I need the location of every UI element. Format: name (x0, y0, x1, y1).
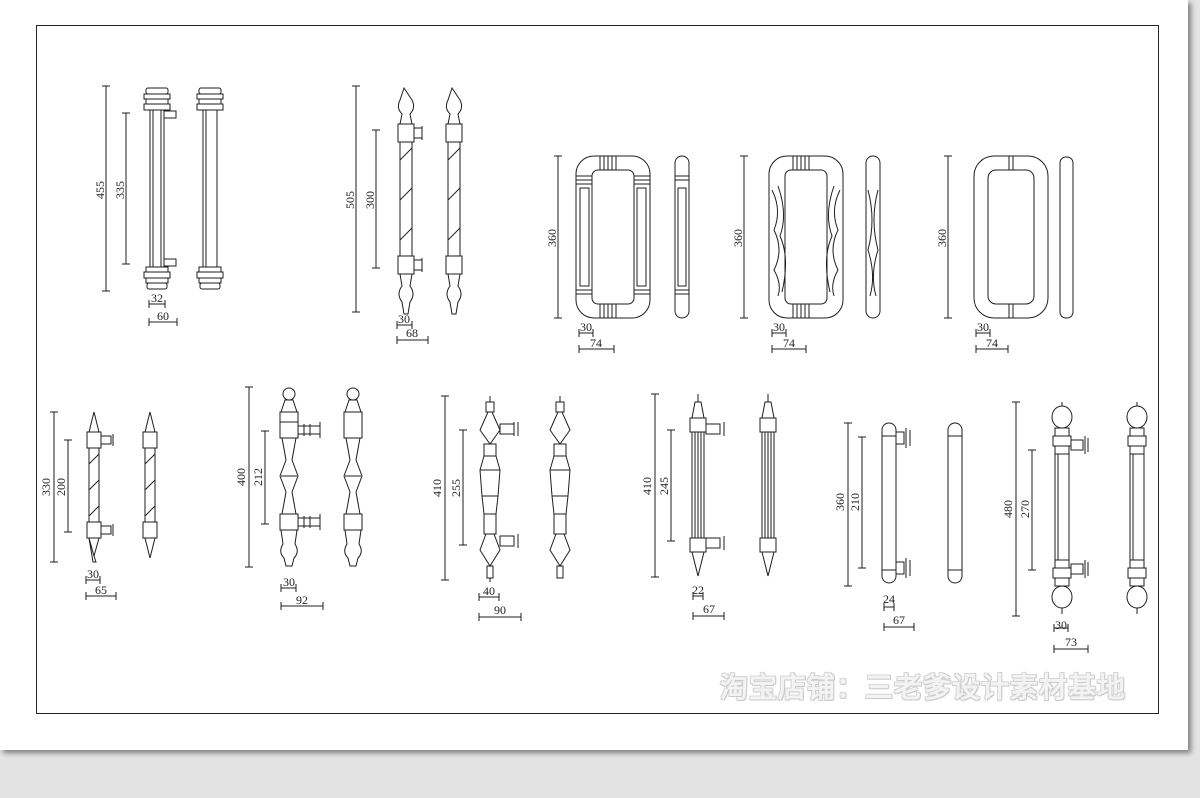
dim-label: 410 (430, 479, 444, 497)
dim-label: 30 (977, 320, 989, 334)
dim-label: 200 (54, 478, 68, 496)
watermark: 淘宝店铺：三老爹设计素材基地 (720, 671, 1127, 704)
dim-label: 480 (1001, 500, 1015, 518)
dim-label: 455 (93, 181, 107, 199)
dim-label: 270 (1018, 500, 1032, 518)
dim-label: 335 (113, 181, 127, 199)
dim-label: 255 (449, 479, 463, 497)
handle-5: 360 30 74 (935, 155, 1074, 353)
dim-label: 30 (283, 575, 295, 589)
handle-2: 505 300 30 68 (343, 85, 463, 344)
dim-label: 68 (406, 326, 418, 340)
dim-label: 30 (1055, 618, 1067, 632)
dim-label: 90 (494, 603, 506, 617)
handle-7: 400 212 30 92 (234, 386, 363, 610)
dim-label: 400 (234, 468, 248, 486)
dim-label: 65 (95, 583, 107, 597)
handle-11: 480 270 30 73 (1001, 401, 1148, 653)
dim-label: 505 (343, 191, 357, 209)
dim-label: 32 (151, 291, 163, 305)
dim-label: 360 (935, 229, 949, 247)
dim-label: 74 (783, 336, 795, 350)
dim-label: 330 (39, 478, 53, 496)
handle-9: 410 245 22 67 (640, 393, 777, 620)
dim-label: 22 (692, 583, 704, 597)
dim-label: 300 (363, 191, 377, 209)
dim-label: 30 (773, 320, 785, 334)
dim-label: 245 (657, 477, 671, 495)
dim-label: 67 (703, 602, 715, 616)
handle-4: 360 30 74 (731, 155, 881, 353)
dim-label: 30 (580, 320, 592, 334)
dim-label: 410 (640, 477, 654, 495)
dim-label: 24 (883, 592, 895, 606)
drawing-sheet (0, 0, 1188, 750)
drawing-frame (36, 25, 1159, 714)
handle-10: 360 210 24 67 (833, 422, 963, 631)
dim-label: 74 (986, 336, 998, 350)
dim-label: 73 (1065, 635, 1077, 649)
dim-label: 60 (157, 309, 169, 323)
dim-label: 210 (848, 493, 862, 511)
dim-label: 67 (893, 613, 905, 627)
handle-8: 410 255 40 90 (430, 395, 571, 621)
dim-label: 40 (483, 584, 495, 598)
handle-3: 360 30 74 (545, 155, 690, 353)
dim-label: 30 (87, 567, 99, 581)
dim-label: 74 (590, 336, 602, 350)
dim-label: 360 (545, 229, 559, 247)
dim-label: 360 (731, 229, 745, 247)
handle-1: 455 335 32 60 (93, 85, 224, 326)
dim-label: 92 (296, 593, 308, 607)
handle-6: 330 200 30 65 (39, 411, 158, 600)
dim-label: 30 (398, 312, 410, 326)
dim-label: 360 (833, 493, 847, 511)
dim-label: 212 (251, 468, 265, 486)
